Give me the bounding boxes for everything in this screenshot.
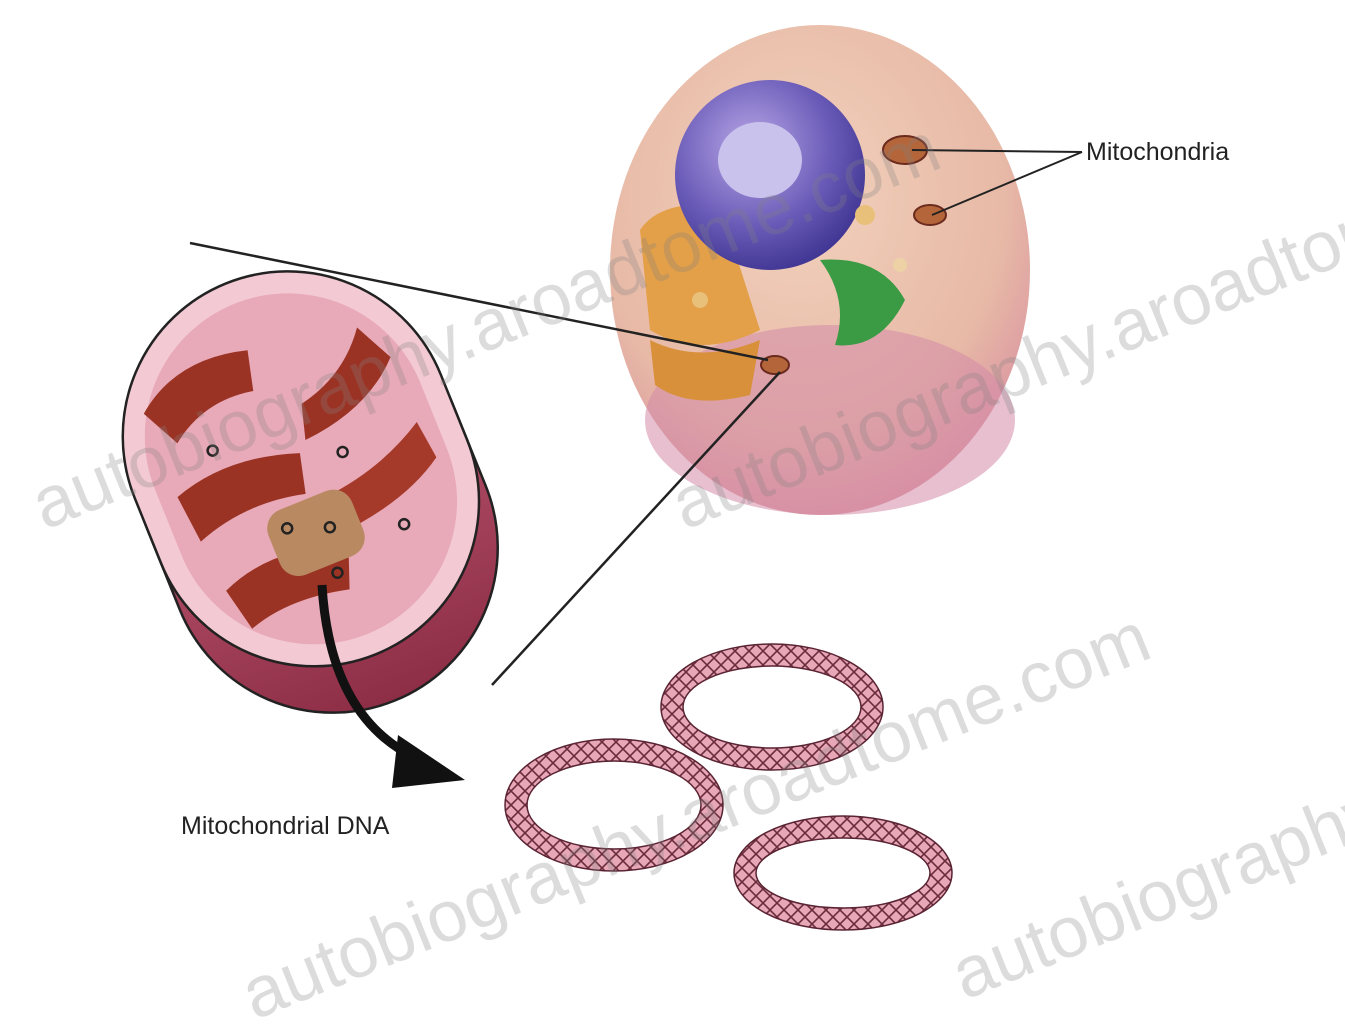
enlarged-mitochondrion <box>73 222 548 763</box>
vesicle-2 <box>855 205 875 225</box>
mitochondrial-dna-label: Mitochondrial DNA <box>181 812 389 841</box>
nucleolus <box>718 122 802 198</box>
vesicle-3 <box>893 258 907 272</box>
mtdna-ring-1 <box>661 644 883 770</box>
animal-cell <box>610 25 1030 515</box>
mtdna-ring-3 <box>734 816 952 930</box>
mtdna-ring-2 <box>505 739 723 871</box>
vesicle-1 <box>692 292 708 308</box>
mtdna-rings <box>505 644 952 930</box>
mitochondrion-small-2 <box>914 205 946 225</box>
mitochondria-label: Mitochondria <box>1086 138 1229 167</box>
